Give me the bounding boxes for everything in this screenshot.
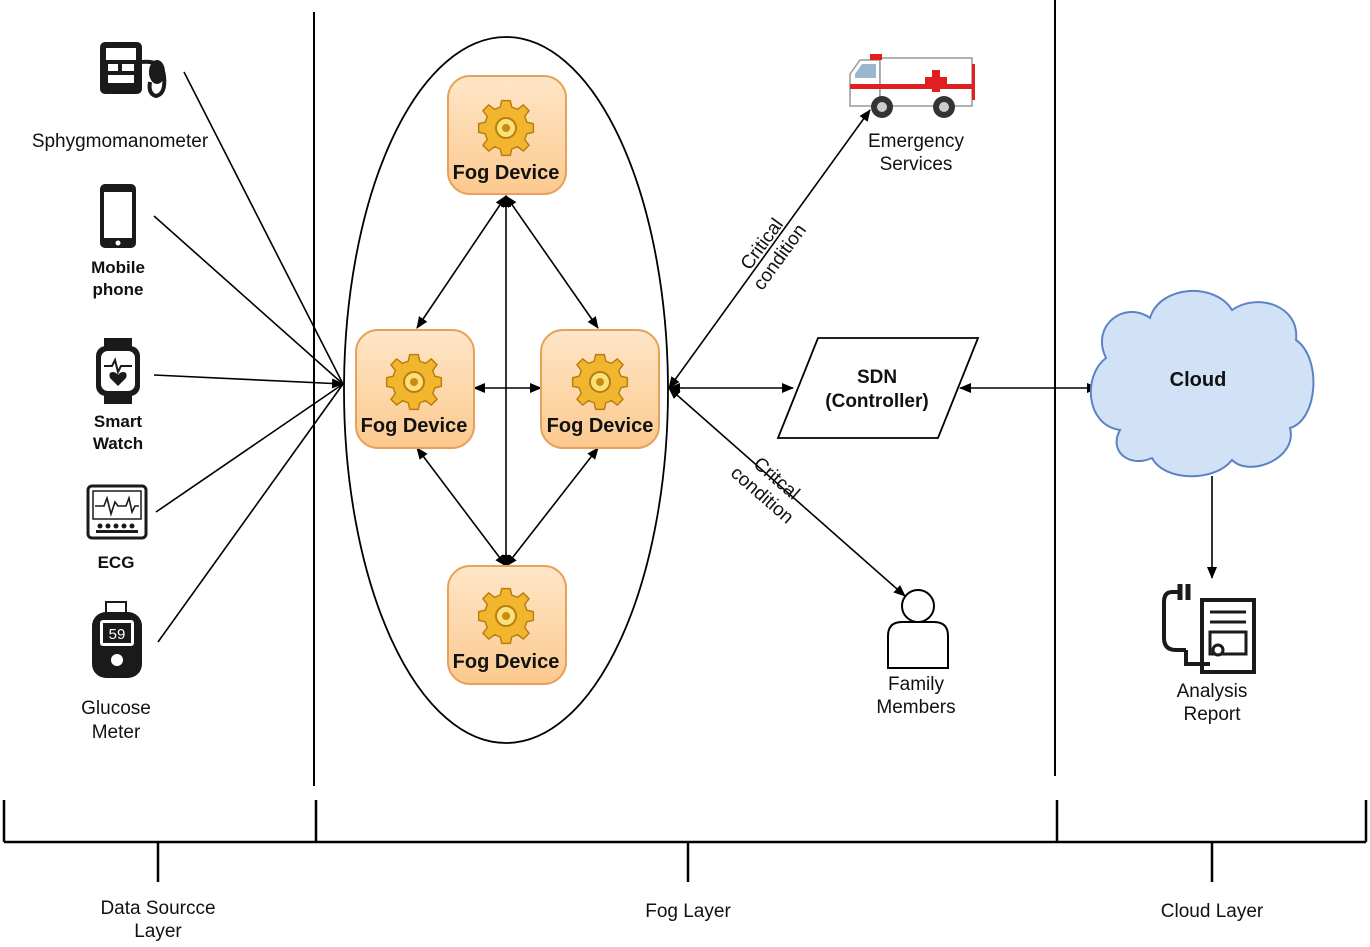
emergency-services-label-2: Services <box>880 154 953 175</box>
analysis-report-icon <box>1162 584 1256 674</box>
analysis-report-label-2: Report <box>1183 704 1241 725</box>
cloud-node: Cloud <box>1089 290 1315 478</box>
fog-interconnects <box>416 195 599 567</box>
fog-device-top: Fog Device <box>447 75 567 195</box>
analysis-report-label: Analysis <box>1177 681 1248 702</box>
fog-device-right-label: Fog Device <box>547 415 654 437</box>
emergency-services-label: Emergency <box>868 131 965 152</box>
glucose-meter-label: Glucose <box>81 698 151 719</box>
fog-device-left: Fog Device <box>355 329 475 449</box>
data-source-layer-label: Data Sourcce <box>100 898 215 919</box>
fog-device-left-label: Fog Device <box>361 415 468 437</box>
smart-watch-label-2: Watch <box>93 434 143 453</box>
critical-condition-down-label: Critcal condition <box>726 453 803 528</box>
sdn-label: SDN <box>857 367 897 388</box>
smart-watch-label: Smart <box>94 412 143 431</box>
glucose-meter-icon: 59 <box>92 601 142 678</box>
family-members-label-2: Members <box>876 697 955 718</box>
source-connectors <box>153 71 344 643</box>
sdn-controller-label: (Controller) <box>825 391 928 412</box>
glucose-meter-label-2: Meter <box>92 722 141 743</box>
mobile-phone-icon <box>100 184 136 248</box>
ambulance-icon <box>849 54 975 118</box>
smart-watch-icon <box>96 338 140 404</box>
ecg-monitor-icon <box>86 484 148 540</box>
fog-output-connectors <box>668 109 1217 597</box>
critical-condition-up-label: Critical condition <box>737 215 811 295</box>
layer-bracket <box>2 800 1368 882</box>
sdn-controller-node: SDN (Controller) <box>776 337 980 439</box>
ecg-label: ECG <box>98 553 135 572</box>
cloud-label: Cloud <box>1170 369 1227 391</box>
family-members-label: Family <box>888 674 944 695</box>
fog-device-bottom-label: Fog Device <box>453 651 560 673</box>
family-member-icon <box>887 589 949 669</box>
fog-device-top-label: Fog Device <box>453 162 560 184</box>
sphygmomanometer-icon <box>100 42 167 99</box>
mobile-phone-label-2: phone <box>93 280 144 299</box>
data-source-layer-label-2: Layer <box>134 921 182 942</box>
cloud-layer-label: Cloud Layer <box>1161 901 1264 922</box>
fog-layer-label: Fog Layer <box>645 901 731 922</box>
fog-device-bottom: Fog Device <box>447 565 567 685</box>
glucose-display-value: 59 <box>109 626 126 643</box>
mobile-phone-label: Mobile <box>91 258 145 277</box>
sphygmomanometer-label: Sphygmomanometer <box>32 131 209 152</box>
fog-device-right: Fog Device <box>540 329 660 449</box>
